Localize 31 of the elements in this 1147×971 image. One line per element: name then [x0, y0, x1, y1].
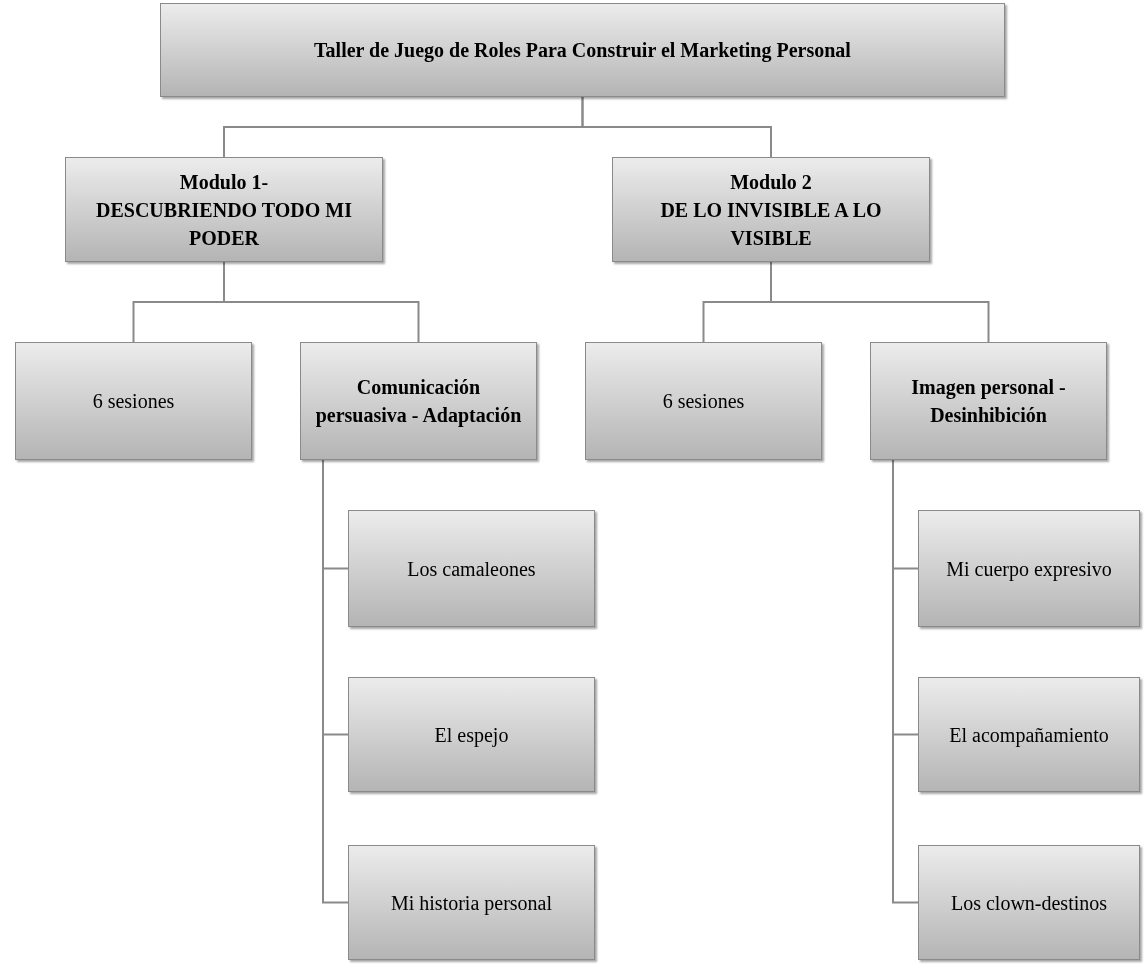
node-label: Mi cuerpo expresivo: [946, 556, 1112, 583]
connector-line: [223, 261, 420, 343]
node-heading: Modulo 1-: [179, 169, 269, 195]
node-subtitle: DESCUBRIENDO TODO MI PODER: [95, 197, 353, 251]
node-subtitle: DE LO INVISIBLE A LO VISIBLE: [659, 197, 883, 251]
topic-box: [870, 342, 1107, 460]
sessions-box: [585, 342, 822, 460]
node-label: Imagen personal - Desinhibición: [910, 375, 1067, 428]
connector-line: [770, 261, 990, 343]
connector-line: [581, 96, 772, 158]
node-label: 6 sesiones: [662, 389, 745, 414]
node-label: Taller de Juego de Roles Para Construir el Marketing Personal: [314, 38, 851, 64]
module-box: [612, 157, 930, 262]
activity-box: [348, 677, 595, 792]
node-label: El acompañamiento: [949, 722, 1109, 749]
activity-box: [348, 845, 595, 960]
node-label: Comunicación persuasiva - Adaptación: [314, 375, 523, 429]
node-label: El espejo: [434, 722, 509, 749]
node-heading: Modulo 2: [730, 169, 812, 195]
node-label: Los clown-destinos: [950, 890, 1108, 916]
node-label: 6 sesiones: [92, 389, 175, 414]
topic-box: [300, 342, 537, 460]
activity-box: [918, 510, 1140, 627]
activity-box: [918, 845, 1140, 960]
activity-box: [348, 510, 595, 627]
node-label: Los camaleones: [407, 556, 536, 582]
node-label: Mi historia personal: [390, 890, 553, 917]
activity-box: [918, 677, 1140, 792]
sessions-box: [15, 342, 252, 460]
module-box: [65, 157, 383, 262]
title-box: [160, 3, 1005, 97]
